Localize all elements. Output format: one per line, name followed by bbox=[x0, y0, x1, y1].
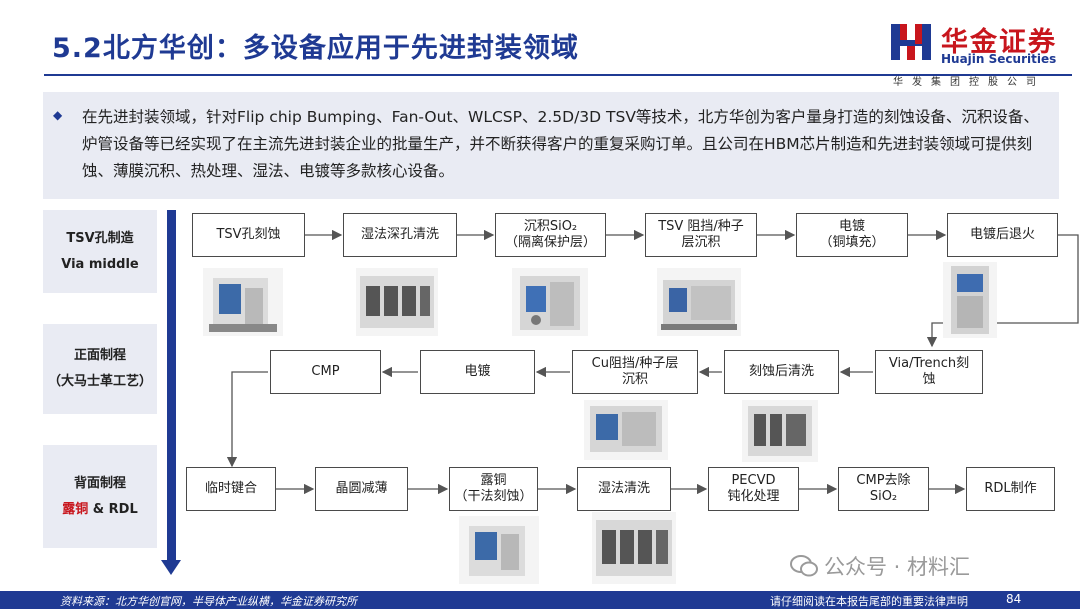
diamond-bullet-icon: ◆ bbox=[53, 108, 63, 122]
step-label: CMP去除 bbox=[856, 473, 911, 488]
step-sio2-deposition: 沉积SiO₂（隔离保护层） bbox=[495, 213, 606, 257]
process-direction-bar bbox=[167, 210, 176, 562]
step-cu-barrier-seed: Cu阻挡/种子层沉积 bbox=[572, 350, 698, 394]
equipment-image bbox=[742, 400, 818, 462]
step-label: Cu阻挡/种子层 bbox=[591, 356, 679, 371]
step-tsv-etch: TSV孔刻蚀 bbox=[192, 213, 305, 257]
step-label: PECVD bbox=[731, 473, 776, 488]
section-front-title: 正面制程 bbox=[73, 348, 126, 363]
huajin-logo-icon bbox=[891, 24, 931, 60]
step-label: CMP bbox=[311, 364, 340, 379]
step-plating: 电镀 bbox=[420, 350, 535, 394]
step-label: 临时键合 bbox=[204, 481, 257, 496]
footer-source: 资料来源：北方华创官网，半导体产业纵横，华金证券研究所 bbox=[60, 595, 357, 608]
equipment-image bbox=[943, 262, 997, 338]
company-logo: 华金证券 Huajin Securities 华发集团控股公司 bbox=[889, 20, 1069, 90]
section-front: 正面制程 （大马士革工艺） bbox=[43, 324, 157, 414]
equipment-image bbox=[584, 400, 668, 460]
section-tsv: TSV孔制造 Via middle bbox=[43, 210, 157, 293]
step-cu-reveal: 露铜（干法刻蚀） bbox=[449, 467, 538, 511]
step-wet-clean: 湿法深孔清洗 bbox=[343, 213, 457, 257]
step-post-etch-clean: 刻蚀后清洗 bbox=[724, 350, 839, 394]
step-label: 湿法清洗 bbox=[597, 481, 650, 496]
section-back-highlight: 露铜 bbox=[62, 501, 89, 517]
section-back-rest: & RDL bbox=[88, 501, 138, 517]
step-electroplating: 电镀（铜填充） bbox=[796, 213, 908, 257]
step-label: 晶圆减薄 bbox=[335, 481, 388, 496]
logo-subtitle: 华发集团控股公司 bbox=[893, 77, 1045, 88]
section-back-title: 背面制程 bbox=[73, 475, 126, 491]
step-label: 刻蚀后清洗 bbox=[748, 364, 814, 379]
step-label: 电镀后退火 bbox=[969, 227, 1035, 242]
footer-disclaimer: 请仔细阅读在本报告尾部的重要法律声明 bbox=[770, 595, 968, 608]
wechat-icon bbox=[790, 555, 818, 577]
step-label: Via/Trench刻 bbox=[888, 356, 970, 371]
step-anneal: 电镀后退火 bbox=[947, 213, 1058, 257]
step-temp-bonding: 临时键合 bbox=[186, 467, 276, 511]
step-barrier-seed: TSV 阻挡/种子层沉积 bbox=[645, 213, 757, 257]
step-wafer-thinning: 晶圆减薄 bbox=[315, 467, 408, 511]
watermark: 公众号 · 材料汇 bbox=[790, 551, 970, 581]
watermark-text: 公众号 · 材料汇 bbox=[824, 555, 971, 579]
section-back: 背面制程 露铜 & RDL bbox=[43, 445, 157, 548]
step-label: 沉积SiO₂ bbox=[523, 219, 578, 234]
equipment-image bbox=[657, 268, 741, 336]
step-label: RDL制作 bbox=[984, 481, 1037, 496]
footer-bar bbox=[0, 591, 1080, 609]
step-label: TSV 阻挡/种子 bbox=[658, 219, 744, 234]
down-arrow-icon bbox=[161, 560, 181, 575]
equipment-image bbox=[512, 268, 588, 336]
step-cmp: CMP bbox=[270, 350, 381, 394]
section-front-subtitle: （大马士革工艺） bbox=[47, 374, 152, 389]
section-tsv-title: TSV孔制造 bbox=[66, 230, 134, 246]
equipment-image bbox=[356, 268, 438, 336]
equipment-image bbox=[592, 512, 676, 584]
step-label: 电镀 bbox=[838, 219, 865, 234]
equipment-image bbox=[459, 516, 539, 584]
logo-english-name: Huajin Securities bbox=[941, 52, 1057, 66]
intro-panel: ◆ 在先进封装领域，针对Flip chip Bumping、Fan-Out、WL… bbox=[43, 92, 1059, 199]
page-title: 5.2北方华创：多设备应用于先进封装领域 bbox=[52, 33, 579, 64]
step-wet-cleaning: 湿法清洗 bbox=[577, 467, 671, 511]
step-via-trench-etch: Via/Trench刻蚀 bbox=[875, 350, 983, 394]
section-tsv-subtitle: Via middle bbox=[61, 256, 139, 272]
step-rdl: RDL制作 bbox=[966, 467, 1055, 511]
title-divider bbox=[44, 74, 1072, 76]
page-number: 84 bbox=[1006, 592, 1022, 606]
step-label: 电镀 bbox=[464, 364, 491, 379]
section-back-subtitle: 露铜 & RDL bbox=[62, 497, 138, 523]
step-label: TSV孔刻蚀 bbox=[216, 227, 281, 242]
logo-chinese-name: 华金证券 bbox=[941, 27, 1057, 58]
equipment-image bbox=[203, 268, 283, 336]
intro-text: 在先进封装领域，针对Flip chip Bumping、Fan-Out、WLCS… bbox=[82, 108, 1039, 180]
step-label: 露铜 bbox=[480, 473, 507, 488]
step-label: 湿法深孔清洗 bbox=[360, 227, 439, 242]
